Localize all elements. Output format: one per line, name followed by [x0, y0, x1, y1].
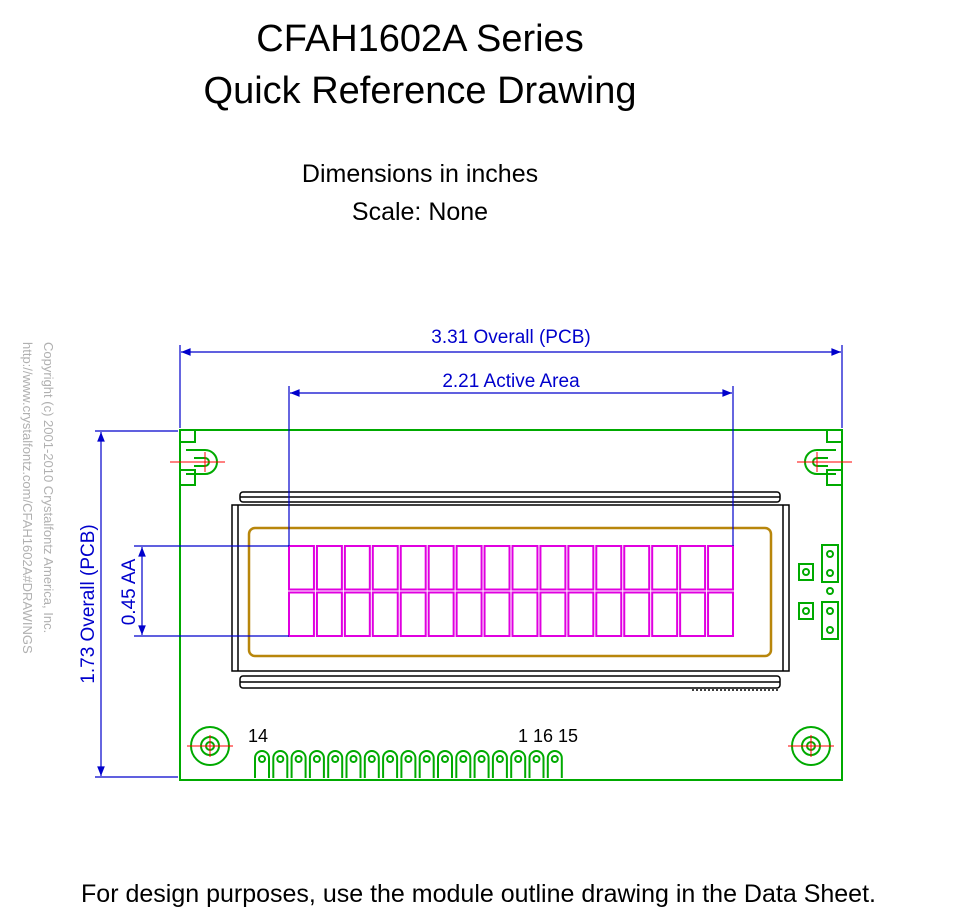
character-cell	[539, 545, 567, 591]
character-cell	[455, 545, 483, 591]
pin-pad	[327, 750, 344, 778]
pin-pad	[418, 750, 435, 778]
character-cell	[343, 591, 371, 637]
character-cell	[371, 591, 399, 637]
copyright-line-1: Copyright (c) 2001-2010 Crystalfontz Ame…	[41, 342, 56, 633]
pin-hole	[386, 755, 395, 763]
character-cell	[623, 591, 651, 637]
pin-pad	[308, 750, 325, 778]
character-cell	[399, 545, 427, 591]
pin-pad	[345, 750, 362, 778]
character-cell	[315, 545, 343, 591]
pin-header	[254, 750, 563, 778]
pin-pad	[254, 750, 270, 778]
character-cell	[595, 545, 623, 591]
scale-note: Scale: None	[351, 198, 489, 226]
pin-hole	[312, 755, 321, 763]
pin-pad	[510, 750, 527, 778]
character-cell	[483, 545, 511, 591]
character-cell	[511, 591, 539, 637]
character-cell	[399, 591, 427, 637]
pin-hole	[331, 755, 340, 763]
character-cell	[455, 591, 483, 637]
pin-hole	[459, 755, 468, 763]
pin-pad	[363, 750, 380, 778]
pin-hole	[367, 755, 376, 763]
character-cell	[427, 591, 455, 637]
pin-pad	[528, 750, 545, 778]
active-height-label: 0.45 AA	[119, 558, 140, 625]
pin-hole	[532, 755, 541, 763]
character-cell	[623, 545, 651, 591]
title-line-2: Quick Reference Drawing	[203, 70, 637, 112]
centerline-marks-top	[170, 452, 852, 472]
units-note: Dimensions in inches	[301, 160, 539, 188]
character-cell	[707, 591, 734, 637]
character-cell	[595, 591, 623, 637]
overall-height-label: 1.73 Overall (PCB)	[78, 524, 99, 683]
character-cell	[371, 545, 399, 591]
active-width-label: 2.21 Active Area	[442, 371, 580, 392]
character-cell	[567, 545, 595, 591]
pin-pad	[290, 750, 307, 778]
dimension-overall-width	[179, 345, 843, 428]
copyright-text: Copyright (c) 2001-2010 Crystalfontz Ame…	[20, 342, 56, 654]
character-grid	[288, 545, 734, 637]
pin-pad	[455, 750, 472, 778]
dimension-overall-height	[95, 430, 178, 778]
dimension-active-height	[134, 545, 289, 637]
pin-hole	[349, 755, 358, 763]
pin-hole	[404, 755, 413, 763]
character-cell	[707, 545, 734, 591]
pin-pad	[400, 750, 417, 778]
pin-hole	[258, 755, 266, 763]
pin-pad	[437, 750, 453, 778]
character-cell	[288, 591, 315, 637]
character-cell	[315, 591, 343, 637]
character-cell	[679, 591, 707, 637]
footer-note: For design purposes, use the module outl…	[81, 880, 876, 908]
pcb-outline	[179, 429, 843, 781]
pin-hole	[276, 755, 285, 763]
pin-hole	[550, 755, 559, 763]
pin-hole	[294, 755, 303, 763]
character-cell	[427, 545, 455, 591]
character-cell	[288, 545, 315, 591]
pin-pad	[491, 750, 508, 778]
pin-hole	[422, 755, 431, 763]
character-cell	[679, 545, 707, 591]
character-cell	[483, 591, 511, 637]
character-cell	[567, 591, 595, 637]
character-cell	[539, 591, 567, 637]
pin-label-1-16-15: 1 16 15	[518, 726, 578, 746]
overall-width-label: 3.31 Overall (PCB)	[431, 327, 590, 348]
title-line-1: CFAH1602A Series	[256, 18, 584, 60]
character-cell	[511, 545, 539, 591]
backlight-pads	[798, 544, 839, 640]
character-cell	[651, 545, 679, 591]
pin-hole	[477, 755, 486, 763]
pin-hole	[495, 755, 504, 763]
character-cell	[343, 545, 371, 591]
pin-pad	[473, 750, 490, 778]
pin-pad	[272, 750, 289, 778]
copyright-line-2: http://www.crystalfontz.com/CFAH1602A#DR…	[20, 342, 35, 654]
character-cell	[651, 591, 679, 637]
centerline-marks-bottom	[187, 735, 834, 757]
dimension-active-width	[288, 386, 734, 546]
viewing-area-bezel	[247, 526, 773, 658]
pin-hole	[514, 755, 523, 763]
pin-pad	[546, 750, 563, 778]
lcd-frame	[231, 491, 790, 691]
pin-label-14: 14	[248, 726, 268, 746]
pin-pad	[382, 750, 399, 778]
pin-hole	[441, 755, 449, 763]
